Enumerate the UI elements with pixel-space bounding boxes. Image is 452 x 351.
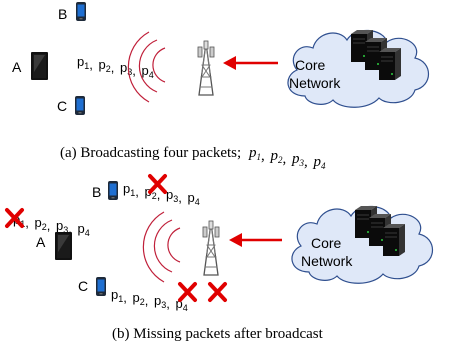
device-c-label: C xyxy=(78,278,88,294)
packet-list-a: p1, p2, p3, p4 xyxy=(13,212,90,238)
missing-packet-cross xyxy=(5,208,24,228)
device-a-label: A xyxy=(36,234,46,250)
device-b-label: B xyxy=(58,6,67,22)
missing-packet-cross xyxy=(148,174,167,194)
phone-icon xyxy=(76,2,86,21)
broadcast-waves xyxy=(127,31,166,103)
device-c-label: C xyxy=(57,98,67,114)
packet-list: p1, p2, p3, p4 xyxy=(77,54,154,80)
missing-packet-cross xyxy=(178,282,227,302)
cell-tower-icon xyxy=(202,220,220,276)
cloud-label-line2: Network xyxy=(289,75,341,91)
server-icon xyxy=(383,224,405,256)
cell-tower-icon xyxy=(197,40,215,96)
core-network-cloud: Core Network xyxy=(291,205,434,284)
packet-label: p4 xyxy=(141,63,153,80)
broadcast-waves xyxy=(142,211,181,283)
packet-label: p3 xyxy=(120,60,132,77)
panel-a: B A C p1, p2, p3, p4 xyxy=(12,2,430,171)
caption-b: (b) Missing packets after broadcast xyxy=(112,326,324,342)
downlink-arrow xyxy=(229,233,282,247)
phone-icon xyxy=(108,181,118,200)
downlink-arrow xyxy=(223,56,278,70)
panel-b: B p1, p2, p3, p4 p1, p2, p3, p4 A C p1, … xyxy=(5,174,434,342)
packet-list-c: p1, p2, p3, p4 xyxy=(111,287,188,313)
tablet-icon xyxy=(55,232,72,260)
caption-a: (a) Broadcasting four packets; p1, p2, p… xyxy=(60,145,326,171)
cloud-label-line1: Core xyxy=(311,235,342,251)
core-network-cloud: Core Network xyxy=(287,29,430,108)
cloud-label-line1: Core xyxy=(295,57,326,73)
phone-icon xyxy=(96,277,106,296)
cloud-label-line2: Network xyxy=(301,253,353,269)
device-b-label: B xyxy=(92,184,101,200)
packet-label: p1 xyxy=(77,54,89,71)
phone-icon xyxy=(75,96,85,115)
device-a-label: A xyxy=(12,59,22,75)
tablet-icon xyxy=(31,52,48,80)
packet-list-b: p1, p2, p3, p4 xyxy=(123,181,200,207)
server-icon xyxy=(379,48,401,80)
packet-label: p2 xyxy=(98,57,110,74)
